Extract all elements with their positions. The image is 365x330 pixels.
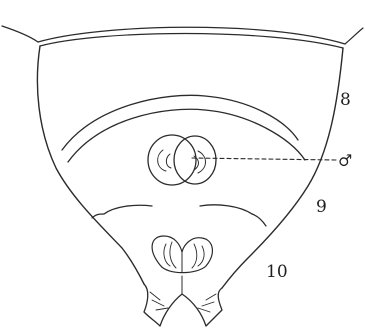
segment-9-label: 9 [316, 197, 327, 217]
anterior-margin [2, 26, 363, 48]
terminal-tip [144, 276, 222, 326]
segment-10-label: 10 [266, 262, 288, 282]
segment-9-marks [92, 205, 266, 226]
segment-8-label: 8 [340, 90, 351, 110]
male-sign-label: ♂ [338, 151, 352, 170]
segment-10-lobes [152, 236, 212, 273]
abdomen-outline [37, 46, 343, 288]
genital-pores [148, 135, 216, 185]
segment-8-boundary [62, 95, 305, 162]
male-leader-line [192, 158, 336, 160]
